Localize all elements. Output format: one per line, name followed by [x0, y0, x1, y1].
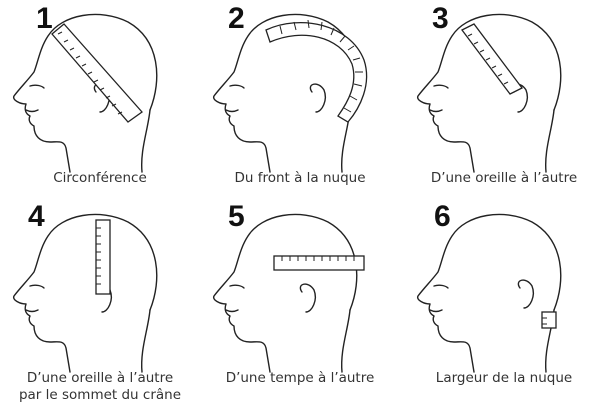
head-drawing-2: [213, 13, 368, 173]
panel-3-ear-to-ear: 3 D’une oreille à l’autre: [404, 0, 604, 204]
head-outline: [13, 213, 158, 373]
tape-measure: [541, 311, 557, 329]
step-number: 4: [28, 200, 45, 233]
tape-measure: [273, 255, 365, 271]
caption: Circonférence: [0, 170, 200, 187]
step-number: 3: [432, 2, 449, 35]
panel-6-nape-width: 6 Largeur de la nuque: [404, 200, 604, 404]
step-number: 2: [228, 2, 245, 35]
caption-line: D’une oreille à l’autre: [26, 370, 174, 386]
head-outline: [13, 13, 158, 173]
caption-line: D’une oreille à l’autre: [430, 170, 578, 186]
head-outline: [213, 213, 358, 373]
caption-line: D’une tempe à l’autre: [225, 370, 375, 386]
caption: Largeur de la nuque: [404, 370, 604, 387]
head-drawing-1: [13, 13, 158, 173]
head-outline: [417, 213, 562, 373]
tape-measure: [461, 23, 523, 95]
caption-line: Largeur de la nuque: [435, 370, 573, 386]
caption: D’une tempe à l’autre: [200, 370, 400, 387]
caption-line: par le sommet du crâne: [18, 387, 182, 403]
step-number: 1: [36, 2, 53, 35]
panel-5-temple-to-temple: 5 D’une tempe à l’autre: [200, 200, 400, 404]
tape-measure: [51, 23, 143, 123]
caption: D’une oreille à l’autre par le sommet du…: [0, 370, 200, 404]
caption-line: Du front à la nuque: [234, 170, 366, 186]
panel-1-circumference: 1 Circonférence: [0, 0, 200, 204]
head-outline: [417, 13, 562, 173]
head-drawing-4: [13, 213, 158, 373]
panel-2-front-to-nape: 2 Du front à la nuque: [200, 0, 400, 204]
step-number: 5: [228, 200, 245, 233]
panel-4-ear-to-ear-top: 4 D’une oreille à l’autre par le sommet …: [0, 200, 200, 404]
tape-measure: [95, 219, 111, 295]
head-drawing-3: [417, 13, 562, 173]
caption-line: Circonférence: [53, 170, 147, 186]
caption: Du front à la nuque: [200, 170, 400, 187]
tape-measure: [265, 19, 368, 123]
head-drawing-5: [213, 213, 365, 373]
head-drawing-6: [417, 213, 562, 373]
step-number: 6: [434, 200, 451, 233]
caption: D’une oreille à l’autre: [404, 170, 604, 187]
